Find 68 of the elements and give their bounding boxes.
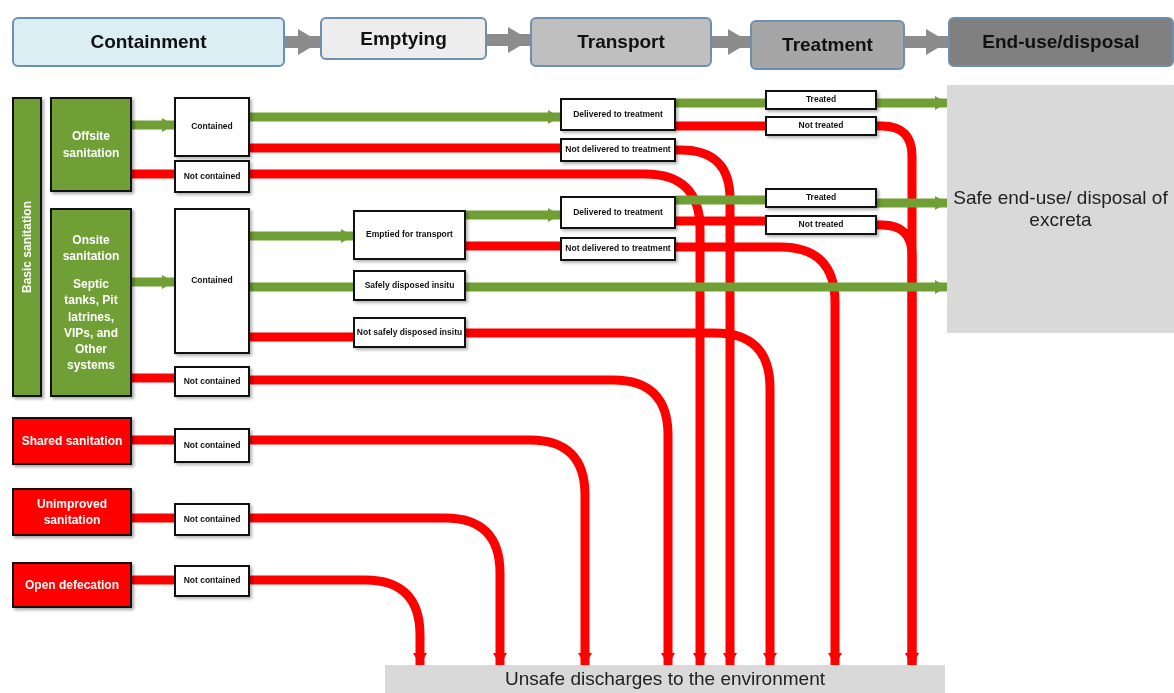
flow-pipe xyxy=(466,241,560,251)
flow-pipe xyxy=(132,169,174,179)
outcome-box: Not delivered to treatment xyxy=(560,138,676,162)
flow-arrow xyxy=(250,110,560,124)
category-box: Offsite sanitation xyxy=(50,97,132,192)
stage-box: Containment xyxy=(12,17,285,67)
group-label: Basic sanitation xyxy=(18,201,35,293)
outcome-box: Not contained xyxy=(174,428,250,463)
outcome-box: Treated xyxy=(765,188,877,208)
category-box xyxy=(50,208,132,397)
flow-arrow xyxy=(250,229,353,243)
flow-pipe xyxy=(250,332,353,342)
flow-pipe xyxy=(250,282,353,292)
flow-arrow xyxy=(132,275,174,289)
flow-arrow xyxy=(676,242,842,665)
flow-arrow xyxy=(250,435,592,665)
flow-arrow xyxy=(877,96,947,110)
flow-pipe xyxy=(132,575,174,585)
category-box: Shared sanitation xyxy=(12,417,132,465)
flow-pipe xyxy=(132,373,174,383)
flow-arrow xyxy=(250,575,427,665)
outcome-panel: Unsafe discharges to the environment xyxy=(385,665,945,693)
block-arrow xyxy=(285,29,320,55)
outcome-box: Delivered to treatment xyxy=(560,98,676,131)
outcome-box: Not contained xyxy=(174,160,250,193)
stage-box: Emptying xyxy=(320,17,487,60)
flow-arrow xyxy=(877,220,919,665)
stage-box: Treatment xyxy=(750,20,905,70)
flow-pipe xyxy=(132,435,174,445)
flow-arrow xyxy=(466,208,560,222)
flow-pipe xyxy=(132,513,174,523)
outcome-box: Not safely disposed insitu xyxy=(353,317,466,348)
outcome-box: Delivered to treatment xyxy=(560,196,676,229)
category-box: Unimproved sanitation xyxy=(12,488,132,536)
block-arrow xyxy=(712,29,750,55)
block-arrow xyxy=(905,29,948,55)
outcome-box: Not contained xyxy=(174,565,250,597)
flow-arrow xyxy=(250,375,675,665)
flow-arrow xyxy=(877,196,947,210)
outcome-box: Safely disposed insitu xyxy=(353,270,466,301)
flow-arrow xyxy=(466,328,777,665)
category-label: Onsite sanitation xyxy=(61,231,121,265)
flow-arrow xyxy=(466,280,947,294)
outcome-box: Not contained xyxy=(174,503,250,536)
stage-box: End-use/disposal xyxy=(948,17,1174,67)
block-arrow xyxy=(487,27,530,53)
flow-pipe xyxy=(676,216,765,226)
flow-pipe xyxy=(676,98,765,108)
outcome-panel: Safe end-use/ disposal of excreta xyxy=(947,85,1174,333)
outcome-box: Contained xyxy=(174,208,250,354)
outcome-box: Not contained xyxy=(174,366,250,397)
group-bar xyxy=(12,97,42,397)
flow-arrow xyxy=(132,118,174,132)
outcome-box: Treated xyxy=(765,90,877,110)
category-box: Open defecation xyxy=(12,562,132,608)
flow-pipe xyxy=(676,121,765,131)
flow-arrow xyxy=(250,513,507,665)
outcome-box: Contained xyxy=(174,97,250,157)
outcome-box: Not delivered to treatment xyxy=(560,237,676,261)
outcome-box: Not treated xyxy=(765,215,877,235)
outcome-box: Emptied for transport xyxy=(353,210,466,260)
stage-box: Transport xyxy=(530,17,712,67)
outcome-box: Not treated xyxy=(765,116,877,136)
flow-pipe xyxy=(676,195,765,205)
flow-arrow xyxy=(250,169,707,665)
category-label: Septic tanks, Pit latrines, VIPs, and Other systems xyxy=(63,276,119,374)
flow-arrow xyxy=(675,145,737,665)
flow-pipe xyxy=(250,143,560,153)
